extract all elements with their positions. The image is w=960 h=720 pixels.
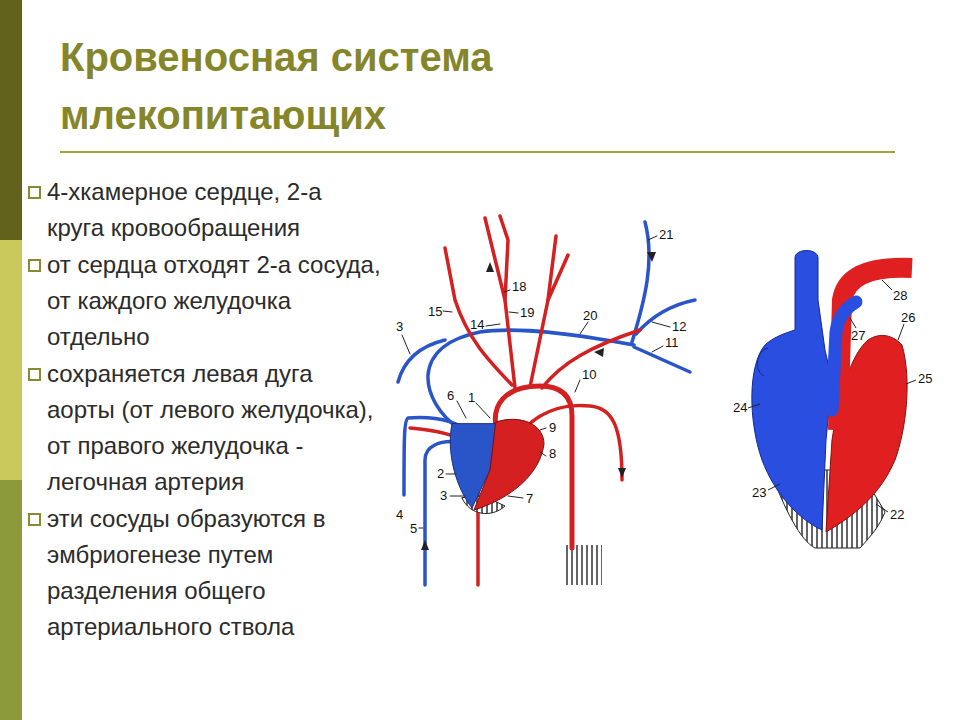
flow-arrows bbox=[421, 252, 656, 550]
heart-illustration bbox=[748, 251, 916, 549]
callout-number: 10 bbox=[582, 368, 596, 382]
flow-arrow bbox=[594, 348, 604, 357]
veins bbox=[398, 222, 695, 585]
leader-lines bbox=[402, 236, 670, 528]
callout-number: 11 bbox=[665, 336, 679, 350]
pulmonary-trunk bbox=[832, 302, 856, 410]
vein bbox=[634, 347, 690, 372]
leader-line bbox=[504, 290, 510, 292]
callout-number: 9 bbox=[549, 421, 556, 435]
callout-number: 22 bbox=[890, 508, 904, 522]
vein bbox=[636, 300, 695, 334]
leader-line bbox=[906, 380, 916, 384]
callout-number: 2 bbox=[437, 467, 444, 481]
leader-line bbox=[450, 496, 464, 497]
bullet-text: эти сосуды образуются в эмбриогенезе пут… bbox=[47, 501, 385, 645]
bullet-text: сохраняется левая дуга аорты (от левого … bbox=[47, 356, 385, 500]
callout-number: 7 bbox=[526, 492, 533, 506]
leader-line bbox=[419, 528, 423, 529]
leader-line bbox=[540, 428, 546, 430]
leader-line bbox=[898, 324, 904, 340]
subclavian-artery bbox=[445, 248, 512, 385]
callout-number: 27 bbox=[851, 329, 865, 343]
arteries bbox=[410, 216, 640, 585]
title-rule bbox=[60, 151, 895, 153]
callout-number: 18 bbox=[512, 280, 526, 294]
bullet-marker bbox=[28, 186, 41, 199]
leader-line bbox=[580, 322, 588, 334]
bullet-text: 4-хкамерное сердце, 2-а круга кровообращ… bbox=[47, 174, 385, 246]
leader-line bbox=[850, 318, 856, 328]
right-heart bbox=[752, 251, 832, 531]
stripe-dark bbox=[0, 0, 22, 240]
slide-title: Кровеносная система млекопитающих bbox=[60, 28, 620, 144]
callout-number: 24 bbox=[733, 401, 747, 415]
carotid-artery bbox=[548, 236, 556, 300]
callout-number: 3 bbox=[440, 489, 447, 503]
leader-line bbox=[575, 380, 580, 392]
callout-number: 28 bbox=[893, 289, 907, 303]
bullet-text: от сердца отходят 2-а сосуда, от каждого… bbox=[47, 247, 385, 355]
callout-number: 6 bbox=[447, 389, 454, 403]
heart-scheme bbox=[450, 419, 544, 513]
circulation-scheme bbox=[398, 216, 695, 585]
hatched-organ bbox=[566, 545, 602, 585]
callout-number: 20 bbox=[583, 309, 597, 323]
left-heart bbox=[474, 419, 544, 510]
callout-number: 12 bbox=[672, 320, 686, 334]
callout-number: 19 bbox=[520, 306, 534, 320]
leader-line bbox=[648, 236, 657, 240]
stripe-green bbox=[0, 480, 22, 720]
leader-line bbox=[652, 322, 670, 327]
leader-line bbox=[443, 311, 452, 312]
callout-number: 3 bbox=[396, 320, 403, 334]
leader-line bbox=[882, 280, 892, 290]
leader-lines bbox=[748, 280, 916, 512]
side-stripe bbox=[0, 0, 22, 720]
leader-line bbox=[508, 496, 523, 498]
callout-number: 26 bbox=[901, 311, 915, 325]
flow-arrow bbox=[618, 468, 626, 478]
flow-arrow bbox=[486, 262, 494, 272]
leader-line bbox=[457, 401, 466, 418]
callout-number: 5 bbox=[410, 522, 417, 536]
carotid-artery bbox=[500, 216, 508, 300]
bullet-marker bbox=[28, 259, 41, 272]
leader-line bbox=[876, 504, 888, 512]
leader-line bbox=[476, 403, 490, 418]
stripe-light bbox=[0, 240, 22, 480]
vena-cava bbox=[758, 348, 768, 376]
bullet-marker bbox=[28, 513, 41, 526]
bullet-marker bbox=[28, 368, 41, 381]
callout-number: 21 bbox=[659, 228, 673, 242]
flow-arrow bbox=[421, 540, 429, 550]
callout-number: 14 bbox=[470, 318, 484, 332]
callout-number: 23 bbox=[752, 486, 766, 500]
callout-number: 4 bbox=[396, 508, 403, 522]
aorta bbox=[838, 268, 912, 430]
leader-line bbox=[402, 335, 410, 354]
leader-line bbox=[748, 404, 760, 408]
callout-number: 15 bbox=[428, 305, 442, 319]
leader-line bbox=[768, 484, 780, 490]
vein bbox=[398, 340, 445, 382]
leader-line bbox=[509, 312, 518, 313]
callout-number: 8 bbox=[549, 447, 556, 461]
callout-number: 25 bbox=[918, 372, 932, 386]
flow-arrow bbox=[647, 252, 656, 262]
subclavian-artery bbox=[542, 330, 640, 388]
leader-line bbox=[486, 324, 500, 326]
leader-line bbox=[652, 346, 663, 352]
callout-number: 1 bbox=[468, 391, 475, 405]
leader-line bbox=[446, 474, 456, 475]
leader-line bbox=[540, 452, 546, 456]
